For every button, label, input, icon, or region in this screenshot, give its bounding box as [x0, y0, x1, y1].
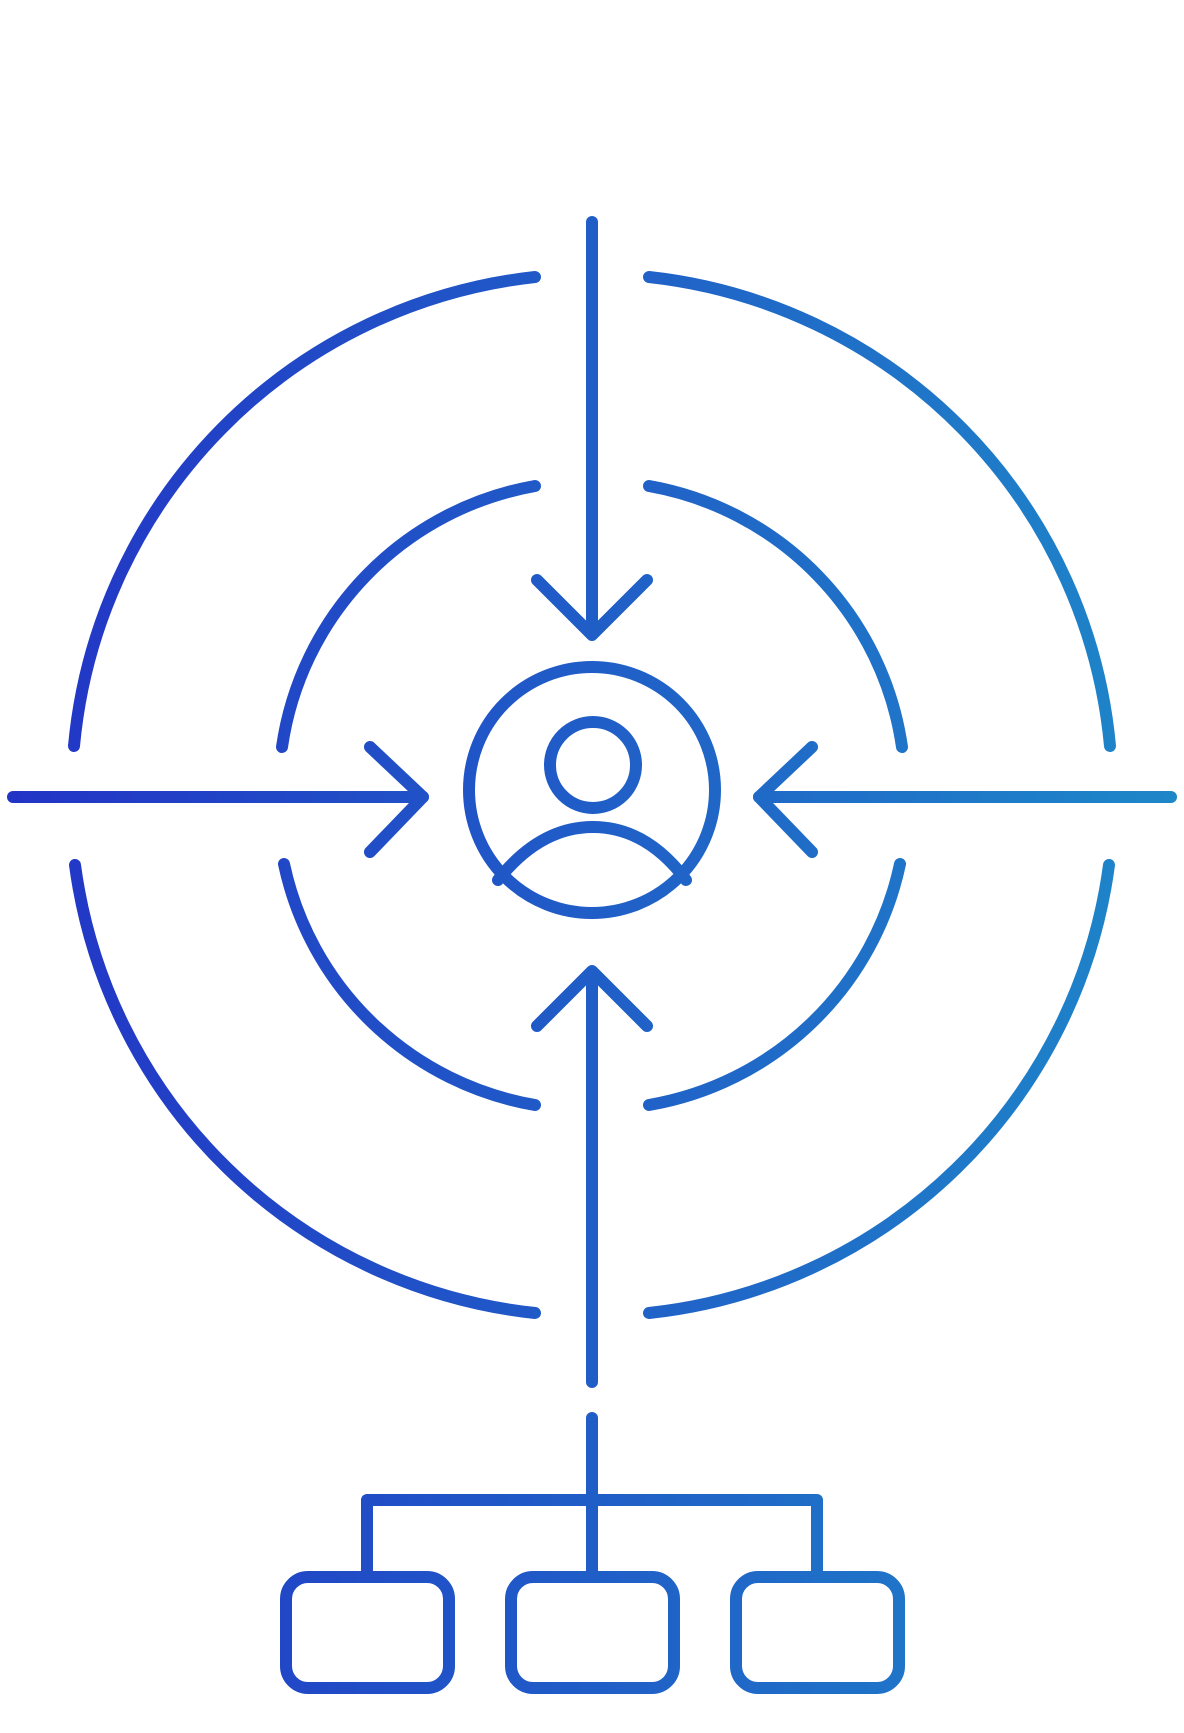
hierarchy-org-chart-icon: [280, 1412, 905, 1694]
org-node-center: [505, 1571, 680, 1694]
right-arrow-icon: [7, 741, 429, 858]
inner-arc-bottom-left: [278, 858, 541, 1111]
org-node-right: [730, 1571, 905, 1694]
org-node-left: [280, 1571, 455, 1694]
user-circle-outline: [463, 661, 721, 919]
inner-arc-bottom-right: [643, 858, 906, 1111]
left-arrow-icon: [753, 741, 1177, 858]
outer-arc-bottom-right: [643, 859, 1115, 1319]
inner-arc-top-right: [643, 480, 908, 753]
up-arrow-icon: [531, 965, 653, 1388]
user-head: [544, 716, 642, 814]
inner-ring: [276, 480, 908, 1111]
outer-arc-top-right: [643, 271, 1116, 752]
user-shoulders: [492, 821, 692, 886]
outer-arc-bottom-left: [69, 859, 541, 1319]
inner-arc-top-left: [276, 480, 541, 753]
user-circle-icon: [463, 661, 721, 919]
outer-arc-top-left: [68, 271, 541, 752]
outer-ring: [68, 271, 1116, 1319]
down-arrow-icon: [531, 216, 653, 641]
